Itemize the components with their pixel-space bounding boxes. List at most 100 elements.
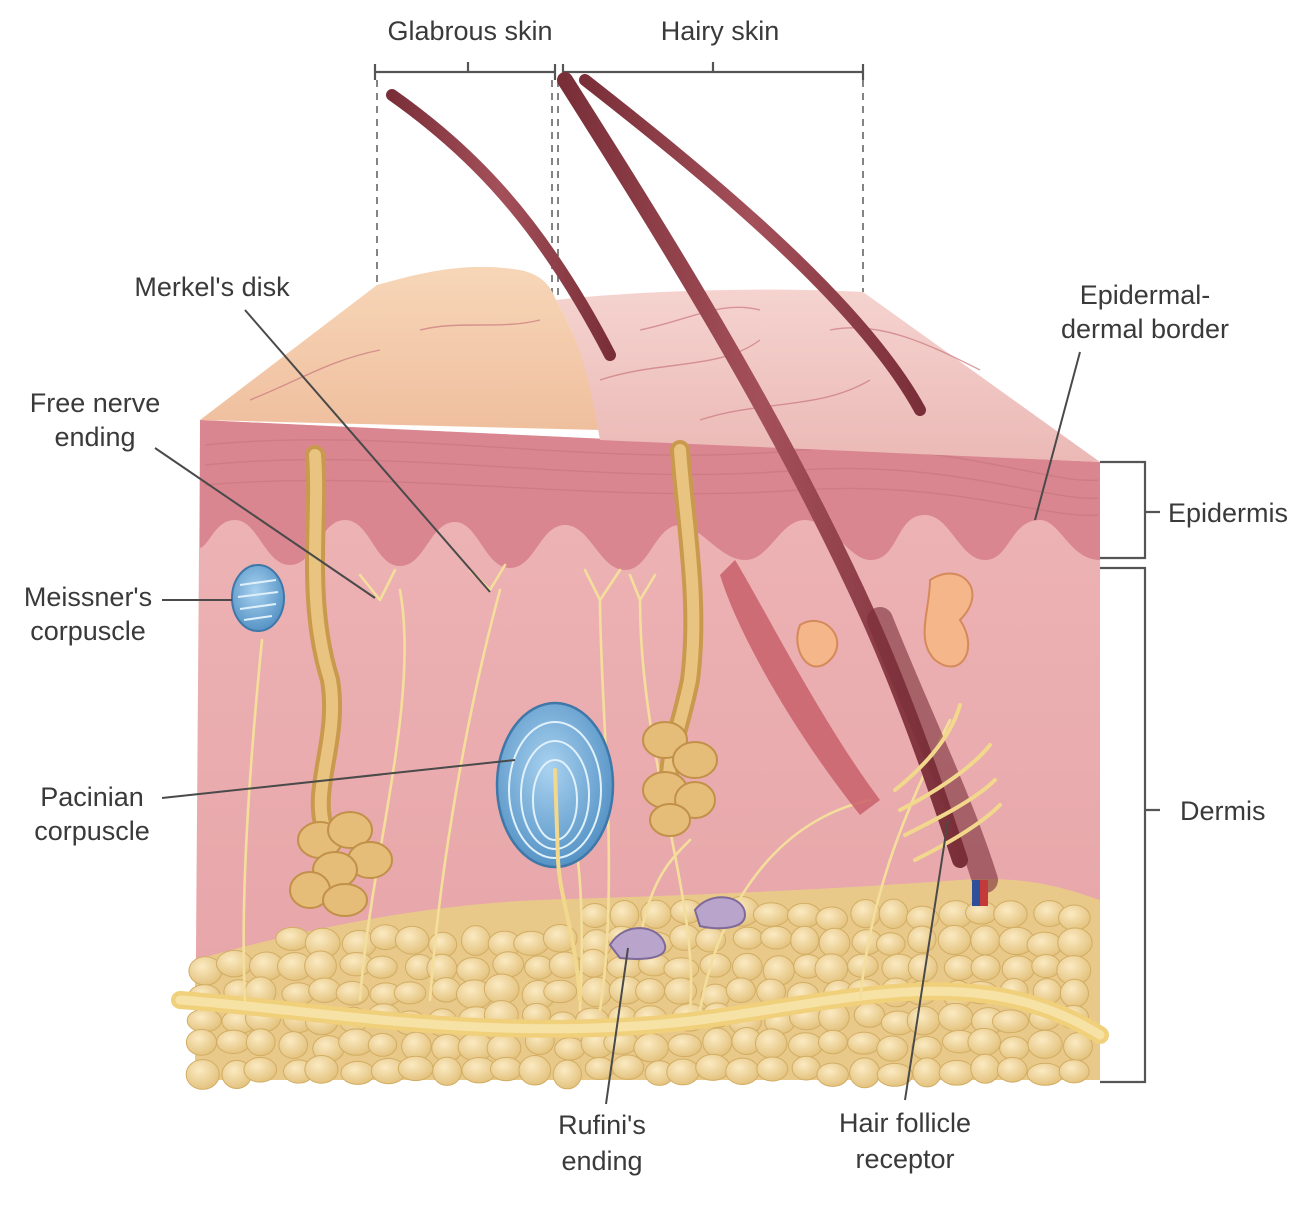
fat-cell	[216, 1029, 251, 1055]
skin-block	[171, 72, 1109, 1090]
fat-cell	[543, 979, 578, 1004]
fat-cell	[853, 1002, 886, 1028]
fat-cell	[967, 1027, 1002, 1056]
glabrous-skin-label: Glabrous skin	[387, 16, 552, 46]
fat-cell	[760, 925, 793, 950]
fat-cell	[304, 950, 337, 982]
fat-cell	[999, 1036, 1030, 1061]
fat-cell	[970, 1053, 1001, 1084]
fat-cell	[432, 1056, 462, 1086]
fat-cell	[664, 977, 698, 1005]
epidermis-layer	[200, 420, 1100, 570]
fat-cell	[1026, 1062, 1064, 1086]
fat-cell	[1026, 931, 1063, 958]
fat-cell	[906, 1005, 941, 1036]
fat-cell	[1059, 978, 1089, 1009]
free-nerve-ending-label-2: ending	[54, 422, 135, 452]
hairs	[386, 72, 998, 906]
fat-cell	[278, 1031, 309, 1059]
fat-cell	[393, 981, 427, 1005]
arrector-pili-muscle	[720, 560, 880, 815]
fat-cell	[666, 1058, 700, 1086]
fat-cell	[186, 1008, 222, 1033]
fat-cell	[817, 1029, 848, 1055]
fat-cell	[699, 952, 732, 978]
meissner-corpuscle-label-2: corpuscle	[30, 616, 146, 646]
fat-cell	[787, 902, 822, 929]
fat-cell	[876, 1062, 913, 1087]
fat-cell	[1027, 1029, 1063, 1059]
fat-cell	[937, 924, 972, 956]
fat-cell	[308, 977, 342, 1003]
epidermal-dermal-border-label-2: dermal border	[1061, 314, 1229, 344]
fat-cell	[732, 926, 764, 950]
fat-cell	[492, 951, 525, 978]
fat-cell	[366, 955, 398, 979]
fat-cell	[609, 900, 640, 931]
fat-cell	[552, 1059, 582, 1090]
fat-cell	[580, 976, 612, 1008]
ruffini-ending-label-1: Rufini's	[558, 1110, 646, 1140]
fat-cell	[1031, 954, 1061, 979]
fat-cell	[875, 932, 906, 956]
hairy-surface	[556, 289, 1100, 462]
fat-cell	[483, 973, 520, 1005]
hairy-skin-label: Hairy skin	[661, 16, 780, 46]
fat-cell	[518, 1055, 552, 1086]
fat-cell	[695, 1053, 731, 1081]
fat-cell	[216, 949, 253, 978]
fat-cell	[635, 978, 666, 1004]
fat-cell	[791, 1055, 821, 1081]
fat-cell	[756, 1056, 789, 1082]
fat-cell	[878, 898, 909, 930]
fat-cell	[185, 1028, 218, 1056]
meissner-corpuscle	[231, 564, 285, 632]
fat-cell	[938, 1059, 975, 1086]
pacinian-corpuscle-label-1: Pacinian	[40, 782, 144, 812]
hair-follicle-receptor	[893, 703, 1002, 862]
merkel-disk-label: Merkel's disk	[134, 272, 290, 302]
fat-cell	[611, 1054, 645, 1080]
fat-cell	[245, 1028, 276, 1057]
fat-cell	[754, 1028, 788, 1059]
fat-cell	[335, 980, 370, 1006]
fat-cell	[816, 1062, 849, 1087]
fat-cell	[725, 1057, 760, 1086]
fat-cell	[814, 953, 849, 985]
fat-cell	[815, 906, 848, 932]
fat-cell	[752, 902, 790, 927]
fat-cell	[725, 977, 756, 1003]
glabrous-surface	[200, 266, 600, 430]
fat-cell	[667, 1033, 702, 1058]
epidermal-dermal-border-label-1: Epidermal-	[1080, 280, 1211, 310]
fat-cell	[185, 1059, 220, 1090]
fat-cell	[970, 925, 1001, 956]
fat-cell	[695, 927, 727, 953]
fat-cell	[991, 1009, 1029, 1034]
fat-cell	[1058, 1059, 1090, 1084]
hair-follicle-receptor-label-2: receptor	[855, 1144, 954, 1174]
fat-cell	[907, 953, 938, 983]
fat-cell	[876, 1035, 909, 1062]
fat-cell	[937, 1002, 974, 1032]
dermis-label: Dermis	[1180, 796, 1266, 826]
fat-cell	[790, 925, 820, 955]
fat-cell	[340, 1060, 375, 1085]
fat-cell	[731, 952, 763, 981]
pacinian-corpuscle	[495, 701, 615, 1002]
free-nerve-ending-label-1: Free nerve	[30, 388, 161, 418]
ruffini-ending-label-2: ending	[561, 1146, 642, 1176]
fat-cell	[1001, 955, 1035, 983]
fat-cell	[456, 957, 490, 984]
fat-cell	[943, 955, 976, 981]
fat-cell	[243, 1056, 278, 1083]
fat-cell	[275, 926, 311, 951]
sweat-gland-left	[289, 445, 393, 917]
fat-cell	[912, 1057, 942, 1088]
fat-cell	[489, 1056, 523, 1082]
fat-cell	[787, 1032, 824, 1059]
fat-cell	[524, 955, 554, 980]
fat-cell	[993, 900, 1028, 929]
sebaceous-gland	[923, 572, 974, 668]
